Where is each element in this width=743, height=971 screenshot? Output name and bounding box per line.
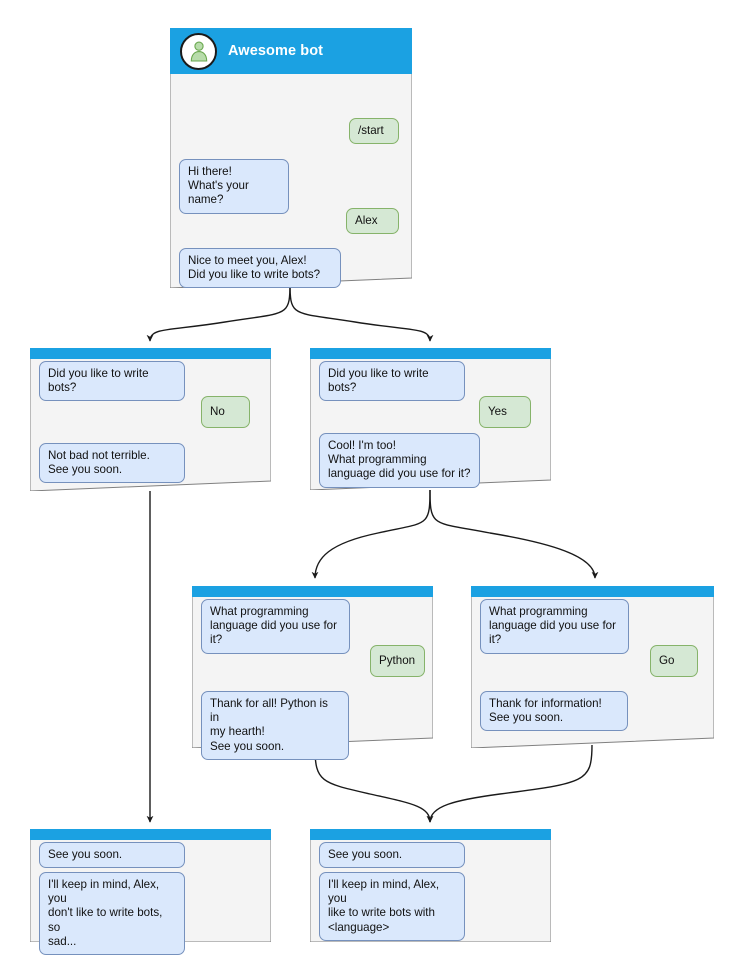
card-header-root: Awesome bot (170, 28, 412, 74)
card-header-end-sad (30, 829, 271, 840)
bubble-bot-see-you-soon[interactable]: See you soon. (319, 842, 465, 869)
connector-go-to-end-happy (426, 744, 593, 823)
card-python-branch[interactable]: What programming language did you use fo… (192, 586, 433, 760)
bubble-user-name[interactable]: Alex (346, 208, 399, 235)
bot-title: Awesome bot (228, 43, 324, 59)
bubble-user-python[interactable]: Python (370, 645, 425, 677)
card-header-go-branch (471, 586, 714, 597)
bubble-bot-keep-in-mind-sad[interactable]: I'll keep in mind, Alex, you don't like … (39, 872, 185, 956)
bubble-bot-see-you-soon[interactable]: See you soon. (39, 842, 185, 869)
message-area-go-branch: What programming language did you use fo… (471, 597, 714, 748)
bubble-bot-question[interactable]: Did you like to write bots? (319, 361, 465, 402)
card-no-branch[interactable]: Did you like to write bots? No Not bad n… (30, 348, 271, 491)
bubble-bot-cool-im-too[interactable]: Cool! I'm too! What programming language… (319, 433, 480, 488)
message-area-end-happy: See you soon. I'll keep in mind, Alex, y… (310, 840, 551, 942)
bubble-bot-not-bad[interactable]: Not bad not terrible. See you soon. (39, 443, 185, 484)
card-end-sad[interactable]: See you soon. I'll keep in mind, Alex, y… (30, 829, 271, 956)
bubble-bot-question[interactable]: Did you like to write bots? (39, 361, 185, 402)
bubble-user-go[interactable]: Go (650, 645, 698, 677)
bubble-bot-greeting[interactable]: Hi there! What's your name? (179, 159, 289, 214)
card-header-no-branch (30, 348, 271, 359)
card-header-python-branch (192, 586, 433, 597)
bubble-bot-language-question[interactable]: What programming language did you use fo… (480, 599, 629, 654)
message-area-end-sad: See you soon. I'll keep in mind, Alex, y… (30, 840, 271, 956)
card-root[interactable]: Awesome bot /start Hi there! What's your… (170, 28, 412, 289)
connector-root-to-yes (289, 282, 434, 342)
card-go-branch[interactable]: What programming language did you use fo… (471, 586, 714, 748)
bubble-user-no[interactable]: No (201, 396, 250, 428)
connector-root-to-no (146, 282, 291, 342)
message-area-python-branch: What programming language did you use fo… (192, 597, 433, 760)
card-header-yes-branch (310, 348, 551, 359)
message-area-yes-branch: Did you like to write bots? Yes Cool! I'… (310, 359, 551, 490)
bubble-bot-language-question[interactable]: What programming language did you use fo… (201, 599, 350, 654)
message-area-no-branch: Did you like to write bots? No Not bad n… (30, 359, 271, 491)
bubble-user-start[interactable]: /start (349, 118, 399, 145)
person-avatar-icon (180, 32, 217, 70)
bubble-bot-thank-for-information[interactable]: Thank for information! See you soon. (480, 691, 628, 732)
card-header-end-happy (310, 829, 551, 840)
bubble-bot-thank-for-all[interactable]: Thank for all! Python is in my hearth! S… (201, 691, 349, 760)
bubble-bot-nice-to-meet[interactable]: Nice to meet you, Alex! Did you like to … (179, 248, 341, 289)
bubble-user-yes[interactable]: Yes (479, 396, 531, 428)
card-yes-branch[interactable]: Did you like to write bots? Yes Cool! I'… (310, 348, 551, 490)
bubble-bot-keep-in-mind-happy[interactable]: I'll keep in mind, Alex, you like to wri… (319, 872, 465, 941)
message-area-root: /start Hi there! What's your name? Alex … (170, 74, 412, 289)
card-end-happy[interactable]: See you soon. I'll keep in mind, Alex, y… (310, 829, 551, 942)
connector-yes-to-python (311, 489, 431, 579)
connector-yes-to-go (429, 489, 599, 579)
